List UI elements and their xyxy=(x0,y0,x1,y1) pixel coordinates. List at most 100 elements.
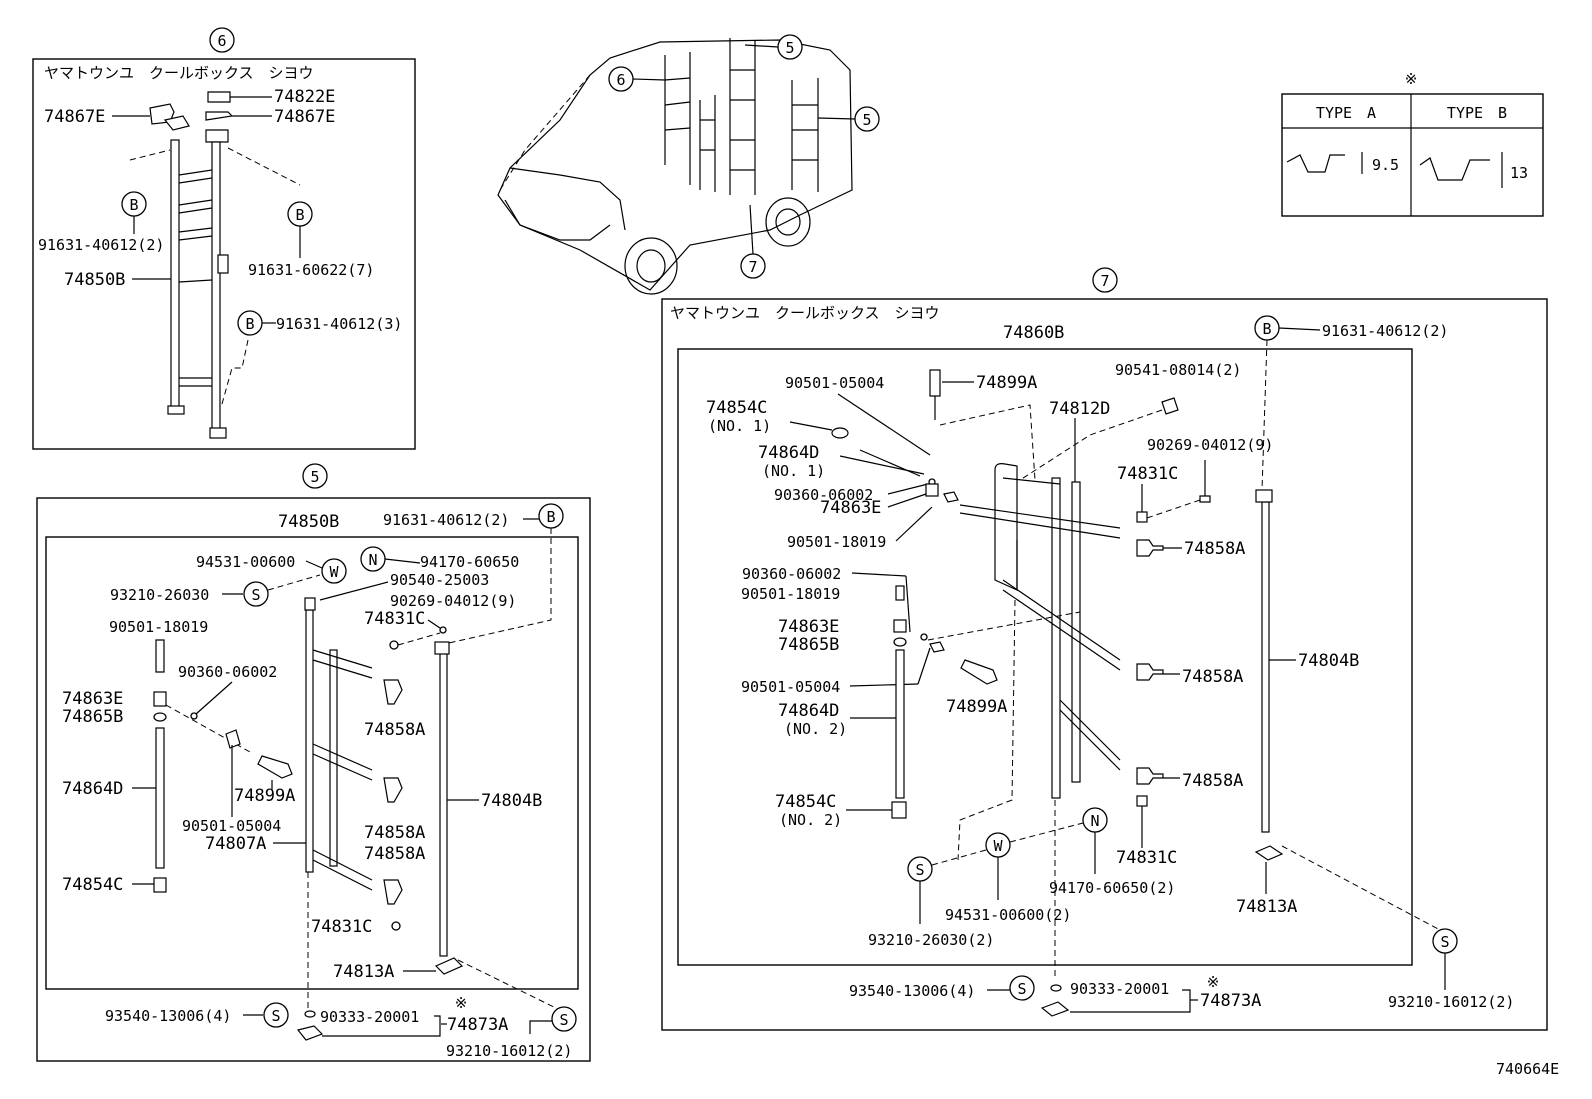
section-6-bolt-b-right: B xyxy=(295,206,304,224)
label-90269-04012-9-s5: 90269-04012(9) xyxy=(390,592,516,610)
screw-s-s7-b: S xyxy=(1017,980,1026,998)
label-74860B: 74860B xyxy=(1003,323,1064,343)
label-74865B-s5: 74865B xyxy=(62,707,123,727)
no1-b: (NO. 1) xyxy=(762,462,825,480)
screw-s-s5-b: S xyxy=(271,1007,280,1025)
label-90501-18019-s5: 90501-18019 xyxy=(109,618,208,636)
nut-n-s7: N xyxy=(1090,812,1099,830)
washer-w-s5: W xyxy=(329,563,339,581)
label-74873A-s7: 74873A xyxy=(1200,991,1261,1011)
label-90541-08014-2: 90541-08014(2) xyxy=(1115,361,1241,379)
label-93210-16012-2-s5: 93210-16012(2) xyxy=(446,1042,572,1060)
mark-s7: ※ xyxy=(1207,973,1220,991)
type-table: ※ TYPE A TYPE B 9.5 13 xyxy=(1281,70,1544,217)
label-94170-60650-s5: 94170-60650 xyxy=(420,553,519,571)
label-90501-05004-s7-b: 90501-05004 xyxy=(741,678,840,696)
section-5-marker: 5 xyxy=(310,468,319,486)
label-93210-16012-2-s7: 93210-16012(2) xyxy=(1388,993,1514,1011)
label-90501-05004-s5: 90501-05004 xyxy=(182,817,281,835)
label-74858A-s7-b: 74858A xyxy=(1182,667,1243,687)
section-6-caption: ヤマトウンユ クールボックス シヨウ xyxy=(44,64,314,82)
mark-s5: ※ xyxy=(455,994,468,1012)
label-93210-26030-s5: 93210-26030 xyxy=(110,586,209,604)
label-74812D: 74812D xyxy=(1049,399,1110,419)
section-7-marker: 7 xyxy=(1100,272,1109,290)
label-90333-20001-s7: 90333-20001 xyxy=(1070,980,1169,998)
label-74804B-s7: 74804B xyxy=(1298,651,1359,671)
figure-id: 740664E xyxy=(1496,1060,1559,1078)
section-6-marker: 6 xyxy=(217,32,226,50)
label-74854C-s7-1: 74854C xyxy=(706,398,767,418)
section-7-outer-frame xyxy=(661,298,1548,1031)
no1-a: (NO. 1) xyxy=(708,417,771,435)
label-74854C-s5: 74854C xyxy=(62,875,123,895)
label-91631-40612-3: 91631-40612(3) xyxy=(276,315,402,333)
no2-b: (NO. 2) xyxy=(779,811,842,829)
label-74822E: 74822E xyxy=(274,87,335,107)
label-74850B-s5: 74850B xyxy=(278,512,339,532)
label-74831C-s5-a: 74831C xyxy=(364,609,425,629)
label-74864D-s7-1: 74864D xyxy=(758,443,819,463)
label-74807A-s5: 74807A xyxy=(205,834,266,854)
label-90360-06002-s7-a: 90360-06002 xyxy=(774,486,873,504)
label-74873A-s5: 74873A xyxy=(447,1015,508,1035)
section-6: 6 ヤマトウンユ クールボックス シヨウ 74867E 74822E 74867… xyxy=(32,27,416,450)
label-74831C-s7-b: 74831C xyxy=(1116,848,1177,868)
label-74864D-s5: 74864D xyxy=(62,779,123,799)
van-overview: 6 5 5 7 xyxy=(497,34,880,295)
label-74867E-b: 74867E xyxy=(274,107,335,127)
washer-w-s7: W xyxy=(993,837,1003,855)
label-91631-40612-2-s7: 91631-40612(2) xyxy=(1322,322,1448,340)
section-5: 5 74850B 91631-40612(2) B 94531-00600 W … xyxy=(36,463,591,1062)
label-90360-06002-s5: 90360-06002 xyxy=(178,663,277,681)
label-74858A-s5-c: 74858A xyxy=(364,844,425,864)
label-74899A-s7-a: 74899A xyxy=(976,373,1037,393)
label-74899A-s5: 74899A xyxy=(234,786,295,806)
section-6-frame xyxy=(32,58,416,450)
label-94170-60650-2-s7: 94170-60650(2) xyxy=(1049,879,1175,897)
label-91631-60622-7: 91631-60622(7) xyxy=(248,261,374,279)
label-91631-40612-2: 91631-40612(2) xyxy=(38,236,164,254)
label-74858A-s5-a: 74858A xyxy=(364,720,425,740)
screw-s-s7-a: S xyxy=(915,861,924,879)
label-74831C-s5-b: 74831C xyxy=(311,917,372,937)
van-marker-7: 7 xyxy=(748,258,757,276)
screw-s-s7-c: S xyxy=(1440,933,1449,951)
label-90540-25003-s5: 90540-25003 xyxy=(390,571,489,589)
label-90501-18019-s7-a: 90501-18019 xyxy=(787,533,886,551)
label-93540-13006-4-s5: 93540-13006(4) xyxy=(105,1007,231,1025)
van-marker-5b: 5 xyxy=(862,111,871,129)
no2-a: (NO. 2) xyxy=(784,720,847,738)
label-90269-04012-9-s7: 90269-04012(9) xyxy=(1147,436,1273,454)
label-90501-05004-s7-a: 90501-05004 xyxy=(785,374,884,392)
label-90501-18019-s7-b: 90501-18019 xyxy=(741,585,840,603)
section-6-bolt-b-bottom: B xyxy=(245,315,254,333)
section-6-bolt-b-left: B xyxy=(129,196,138,214)
label-74864D-s7-2: 74864D xyxy=(778,701,839,721)
label-90360-06002-s7-b: 90360-06002 xyxy=(742,565,841,583)
section-5-inner-frame xyxy=(45,536,579,990)
label-94531-00600-2-s7: 94531-00600(2) xyxy=(945,906,1071,924)
label-93210-26030-2-s7: 93210-26030(2) xyxy=(868,931,994,949)
label-74863E-s7-b: 74863E xyxy=(778,617,839,637)
label-94531-00600-s5: 94531-00600 xyxy=(196,553,295,571)
screw-s-s5-c: S xyxy=(559,1011,568,1029)
screw-s-s5-a: S xyxy=(251,586,260,604)
nut-n-s5: N xyxy=(368,551,377,569)
label-74858A-s7-c: 74858A xyxy=(1182,771,1243,791)
van-marker-5a: 5 xyxy=(785,39,794,57)
section-7: 7 ヤマトウンユ クールボックス シヨウ 74860B B 91631-4061… xyxy=(661,267,1548,1031)
type-a-header: TYPE A xyxy=(1316,104,1376,122)
label-74831C-s7-a: 74831C xyxy=(1117,464,1178,484)
type-b-dim: 13 xyxy=(1510,164,1528,182)
label-74850B: 74850B xyxy=(64,270,125,290)
label-91631-40612-2-s5: 91631-40612(2) xyxy=(383,511,509,529)
section-7-caption: ヤマトウンユ クールボックス シヨウ xyxy=(670,304,940,322)
label-74899A-s7-b: 74899A xyxy=(946,697,1007,717)
label-74867E-a: 74867E xyxy=(44,107,105,127)
label-74854C-s7-2: 74854C xyxy=(775,792,836,812)
type-b-header: TYPE B xyxy=(1447,104,1507,122)
label-74858A-s7-a: 74858A xyxy=(1184,539,1245,559)
label-74858A-s5-b: 74858A xyxy=(364,823,425,843)
